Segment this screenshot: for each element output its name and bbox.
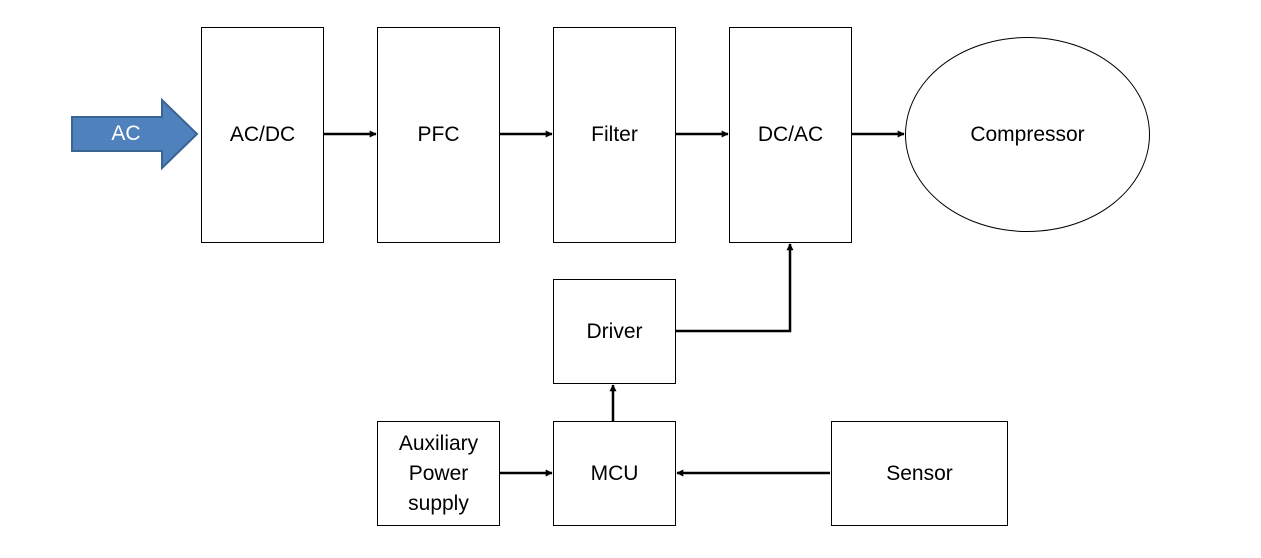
sensor-block: Sensor [831,421,1008,526]
aux-label-line-3: supply [408,491,469,515]
compressor-ellipse: Compressor [905,37,1150,232]
filter-block: Filter [553,27,676,243]
connector-driver-to-dcac [675,243,794,333]
compressor-label: Compressor [970,122,1085,146]
pfc-block: PFC [377,27,500,243]
pfc-label: PFC [417,123,460,146]
filter-label: Filter [591,123,638,146]
sensor-label: Sensor [886,461,953,485]
aux-label-line-2: Power [408,461,469,485]
mcu-label: MCU [590,461,639,485]
auxiliary-power-supply-block: Auxiliary Power supply [377,421,500,526]
ac-input-label: AC [111,122,141,145]
dcac-block: DC/AC [729,27,852,243]
dcac-label: DC/AC [757,123,824,146]
acdc-label: AC/DC [229,123,296,146]
driver-label: Driver [586,319,643,343]
aux-label-line-1: Auxiliary [398,431,479,455]
ac-input-arrow [71,97,199,171]
mcu-block: MCU [553,421,676,526]
acdc-block: AC/DC [201,27,324,243]
driver-block: Driver [553,279,676,384]
